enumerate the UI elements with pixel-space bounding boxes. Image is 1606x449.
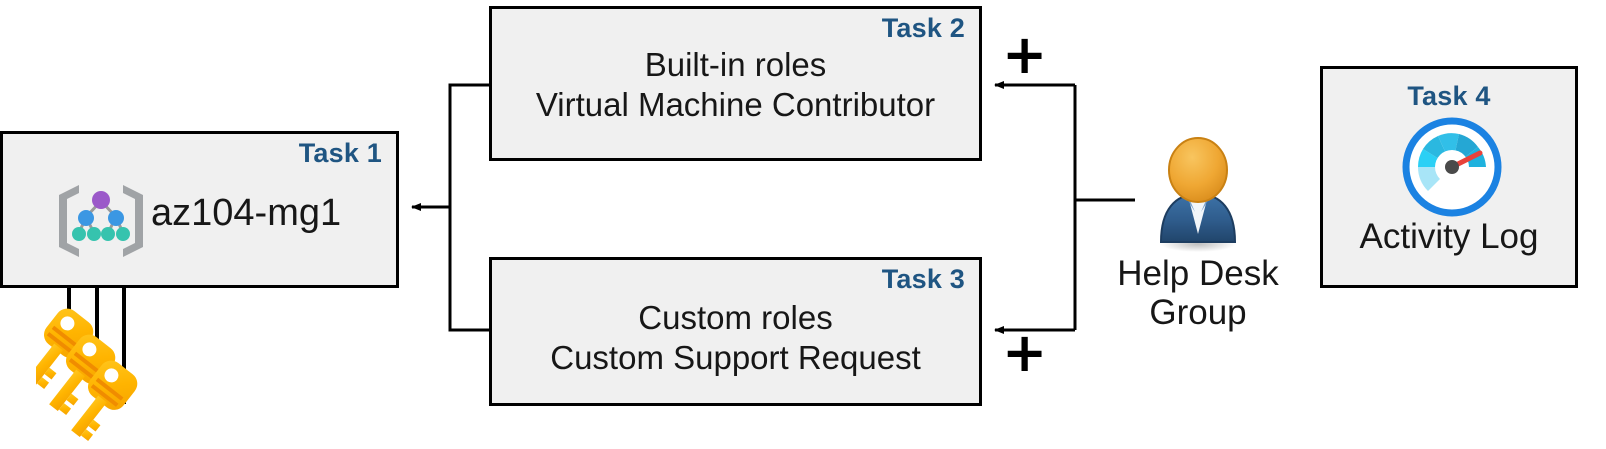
helpdesk-label: Help Desk Group — [1117, 254, 1279, 333]
task2-text: Built-in roles Virtual Machine Contribut… — [492, 45, 979, 126]
task4-label: Task 4 — [1407, 81, 1491, 111]
task1-box[interactable]: Task 1 az104-mg1 — [0, 131, 399, 288]
task3-line2: Custom Support Request — [550, 339, 921, 377]
task4-caption: Activity Log — [1359, 217, 1539, 256]
task2-line2: Virtual Machine Contributor — [535, 86, 936, 124]
plus-icon-bottom: + — [1002, 321, 1048, 384]
management-group-icon — [59, 185, 143, 257]
task4-box[interactable]: Task 4 Activity Log — [1320, 66, 1578, 288]
task1-label: Task 1 — [298, 138, 382, 168]
activity-log-gauge-icon — [1402, 117, 1502, 217]
task3-line1: Custom roles — [638, 299, 833, 336]
keys-icon — [36, 308, 138, 441]
task1-resource-name: az104-mg1 — [151, 192, 342, 234]
task3-box[interactable]: Task 3 Custom roles Custom Support Reque… — [489, 257, 982, 406]
task2-box[interactable]: Task 2 Built-in roles Virtual Machine Co… — [489, 6, 982, 161]
wire-task23-bracket — [448, 83, 489, 332]
task3-label: Task 3 — [881, 264, 965, 294]
task2-line1: Built-in roles — [644, 46, 827, 83]
helpdesk-group: Help Desk Group — [1098, 134, 1298, 332]
task3-text: Custom roles Custom Support Request — [492, 298, 979, 379]
task2-label: Task 2 — [881, 13, 965, 43]
plus-icon-top: + — [1002, 23, 1048, 86]
user-group-icon — [1159, 137, 1237, 252]
